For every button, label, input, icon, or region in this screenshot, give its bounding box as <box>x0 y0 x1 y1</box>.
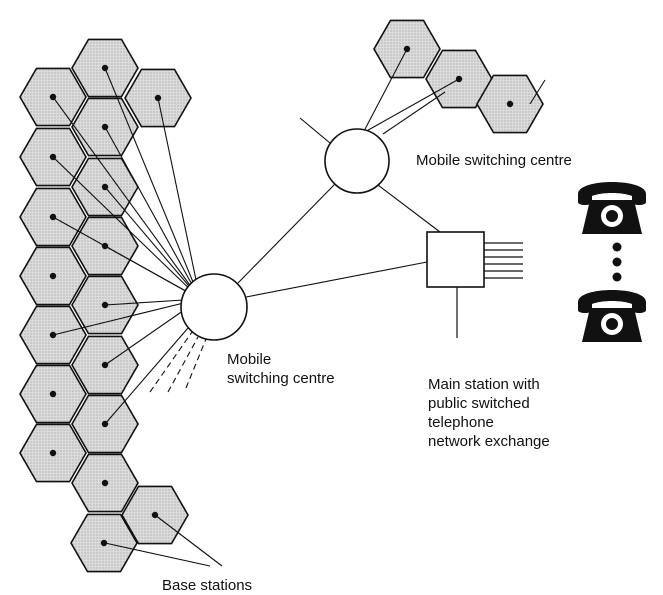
link-line <box>154 514 223 567</box>
main-station-label-line: public switched <box>428 395 530 412</box>
telephone-icon <box>578 290 646 342</box>
link-line <box>52 298 201 336</box>
link-line <box>104 186 201 300</box>
base-station-dot <box>101 183 109 191</box>
base-station-dot <box>101 123 109 131</box>
base-station-dot <box>100 539 108 547</box>
link-line <box>104 327 189 425</box>
link-line <box>52 96 201 300</box>
base-station-dot <box>101 361 109 369</box>
base-station-dot <box>49 213 57 221</box>
base-station-dot <box>101 64 109 72</box>
msc-top-label: Mobile switching centre <box>416 152 572 169</box>
base-station-dot <box>455 75 463 83</box>
link-line <box>299 117 331 144</box>
ellipsis-dots-icon <box>612 242 622 282</box>
link-line <box>245 261 428 298</box>
link-line <box>104 542 211 567</box>
telephone-icon <box>578 182 646 234</box>
msc-top-node <box>324 128 390 194</box>
link-line <box>529 79 546 105</box>
link-line <box>237 183 336 284</box>
dashed-link-line <box>149 331 193 393</box>
base-station-dot <box>49 331 57 339</box>
base-station-dot <box>506 100 514 108</box>
main-station-box <box>426 231 485 288</box>
base-station-dot <box>101 420 109 428</box>
base-station-dot <box>49 390 57 398</box>
exchange-trunk-lines <box>456 242 523 338</box>
base-station-dot <box>49 153 57 161</box>
main-station-label: Main station with public switched teleph… <box>428 375 550 451</box>
msc-left-label: Mobile switching centre <box>227 350 335 388</box>
base-station-dot <box>154 94 162 102</box>
base-stations-label: Base stations <box>162 577 253 594</box>
base-station-dot <box>49 93 57 101</box>
base-station-dot <box>49 449 57 457</box>
base-station-dots <box>49 45 514 547</box>
link-line <box>382 91 446 135</box>
link-line <box>104 245 201 300</box>
main-station-label-line: Main station with <box>428 376 540 393</box>
base-station-dot <box>101 242 109 250</box>
base-station-dot <box>101 479 109 487</box>
link-line <box>104 126 201 300</box>
base-station-dot <box>403 45 411 53</box>
connection-lines <box>52 48 546 567</box>
link-line <box>104 67 201 300</box>
main-station-label-line: telephone <box>428 414 494 431</box>
dashed-link-line <box>167 336 199 393</box>
msc-left-label-line1: Mobile <box>227 351 272 368</box>
link-line <box>362 78 460 134</box>
base-station-dot <box>49 272 57 280</box>
main-station-label-line: network exchange <box>428 433 550 450</box>
base-station-dot <box>101 301 109 309</box>
link-line <box>157 97 201 300</box>
base-station-dot <box>151 511 159 519</box>
msc-left-label-line2: switching centre <box>227 370 335 387</box>
msc-left-node <box>180 273 248 341</box>
dashed-link-line <box>185 338 207 389</box>
link-line <box>362 48 408 134</box>
cell-grid <box>19 19 544 573</box>
link-line <box>52 156 201 300</box>
link-line <box>377 184 441 233</box>
